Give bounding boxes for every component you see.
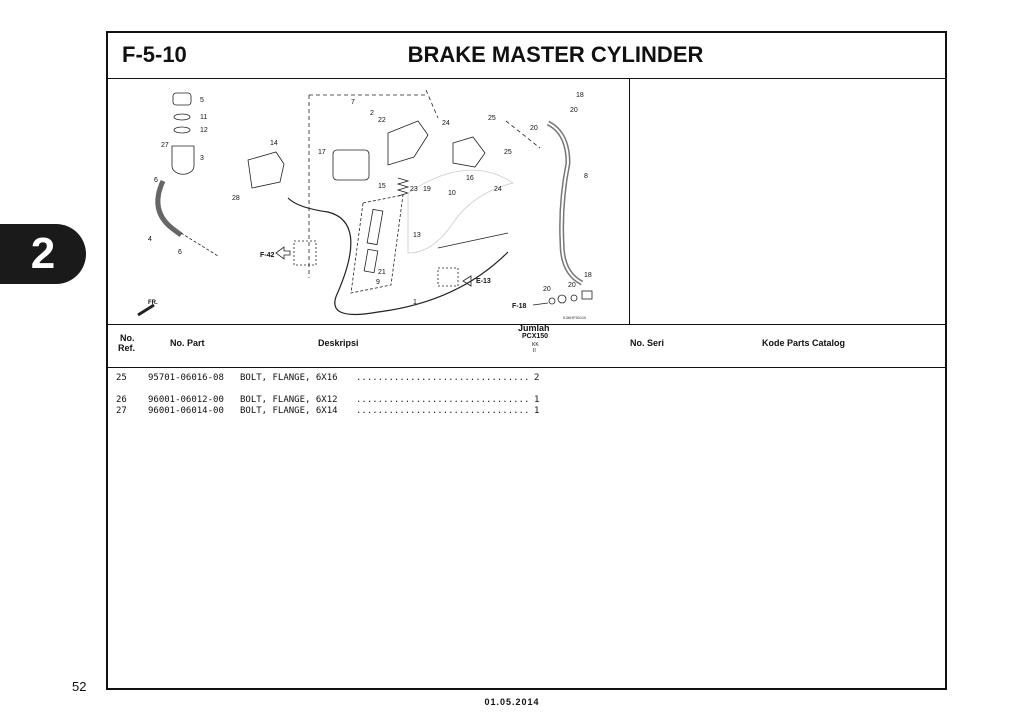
col-model-sub1: KK [532,342,539,348]
row-dots: ................................ [356,395,530,405]
table-header: No. Ref. No. Part Deskripsi Jumlah PCX15… [108,323,945,368]
callout-16: 16 [466,175,474,182]
callout-24b: 24 [494,186,502,193]
table-row: 26 96001-06012-00 BOLT, FLANGE, 6X12 ...… [108,395,945,406]
callout-15: 15 [378,183,386,190]
callout-18a: 18 [576,92,584,99]
callout-25b: 25 [504,149,512,156]
callout-1: 1 [413,299,417,306]
callout-12: 12 [200,127,208,134]
row-ref: 27 [116,406,127,416]
diagram-code: K36HF50110 [563,315,587,320]
title-bar: F-5-10 BRAKE MASTER CYLINDER [108,33,945,79]
callout-22: 22 [378,117,386,124]
ref-f18: F-18 [512,303,527,310]
ref-e13: E-13 [476,278,491,285]
row-desc: BOLT, FLANGE, 6X14 [240,406,338,416]
callout-27: 27 [161,142,169,149]
page-title: BRAKE MASTER CYLINDER [407,42,704,67]
col-deskripsi: Deskripsi [318,338,359,348]
catalog-frame: F-5-10 BRAKE MASTER CYLINDER [106,31,947,690]
callout-25a: 25 [488,115,496,122]
row-part: 96001-06014-00 [148,406,224,416]
callout-10: 10 [448,190,456,197]
col-no-ref-1: No. [120,333,135,343]
row-dots: ................................ [356,373,530,383]
callout-20c: 20 [568,282,576,289]
callout-8: 8 [584,173,588,180]
parts-list: 25 95701-06016-08 BOLT, FLANGE, 6X16 ...… [108,373,945,417]
page-number: 52 [72,679,87,694]
callout-7: 7 [351,99,355,106]
callout-5: 5 [200,97,204,104]
footer-date: 01.05.2014 [484,697,540,707]
callout-6b: 6 [178,249,182,256]
callout-6a: 6 [154,177,158,184]
row-part: 95701-06016-08 [148,373,224,383]
col-jumlah: Jumlah [518,323,550,333]
callout-23: 23 [410,186,418,193]
callout-17: 17 [318,149,326,156]
section-tab: 2 [0,224,86,284]
col-model: PCX150 [522,333,549,340]
exploded-diagram: 5 11 12 27 3 6 4 6 14 28 7 2 22 17 15 23… [108,78,630,325]
row-desc: BOLT, FLANGE, 6X12 [240,395,338,405]
callout-21: 21 [378,269,386,276]
col-no-part: No. Part [170,338,205,348]
callout-20b: 20 [530,125,538,132]
callout-3: 3 [200,155,204,162]
front-arrow-label: FR. [148,300,158,306]
callout-9: 9 [376,279,380,286]
callout-18b: 18 [584,272,592,279]
col-no-seri: No. Seri [630,338,665,348]
callout-14: 14 [270,140,278,147]
reservoir-cap-shape [172,92,192,106]
callout-19: 19 [423,186,431,193]
row-dots: ................................ [356,406,530,416]
section-code: F-5-10 [122,42,187,67]
callout-28: 28 [232,195,240,202]
callout-13: 13 [413,232,421,239]
callout-2: 2 [370,110,374,117]
row-gap [108,384,945,395]
parts-illustration: 5 11 12 27 3 6 4 6 14 28 7 2 22 17 15 23… [137,89,593,320]
callout-24a: 24 [442,120,450,127]
blank-panel [630,78,945,325]
callout-20d: 20 [543,286,551,293]
row-ref: 26 [116,395,127,405]
callout-11: 11 [200,114,207,121]
row-qty: 1 [534,395,540,405]
row-part: 96001-06012-00 [148,395,224,405]
table-row: 25 95701-06016-08 BOLT, FLANGE, 6X16 ...… [108,373,945,384]
col-kode: Kode Parts Catalog [762,338,846,348]
col-no-ref-2: Ref. [118,343,136,353]
col-model-sub2: II [533,348,536,354]
row-desc: BOLT, FLANGE, 6X16 [240,373,338,383]
callout-labels: 5 11 12 27 3 6 4 6 14 28 7 2 22 17 15 23… [148,92,592,306]
row-qty: 1 [534,406,540,416]
table-row: 27 96001-06014-00 BOLT, FLANGE, 6X14 ...… [108,406,945,417]
ref-f42: F-42 [260,252,275,259]
callout-4: 4 [148,236,152,243]
callout-20a: 20 [570,107,578,114]
row-qty: 2 [534,373,540,383]
row-ref: 25 [116,373,127,383]
